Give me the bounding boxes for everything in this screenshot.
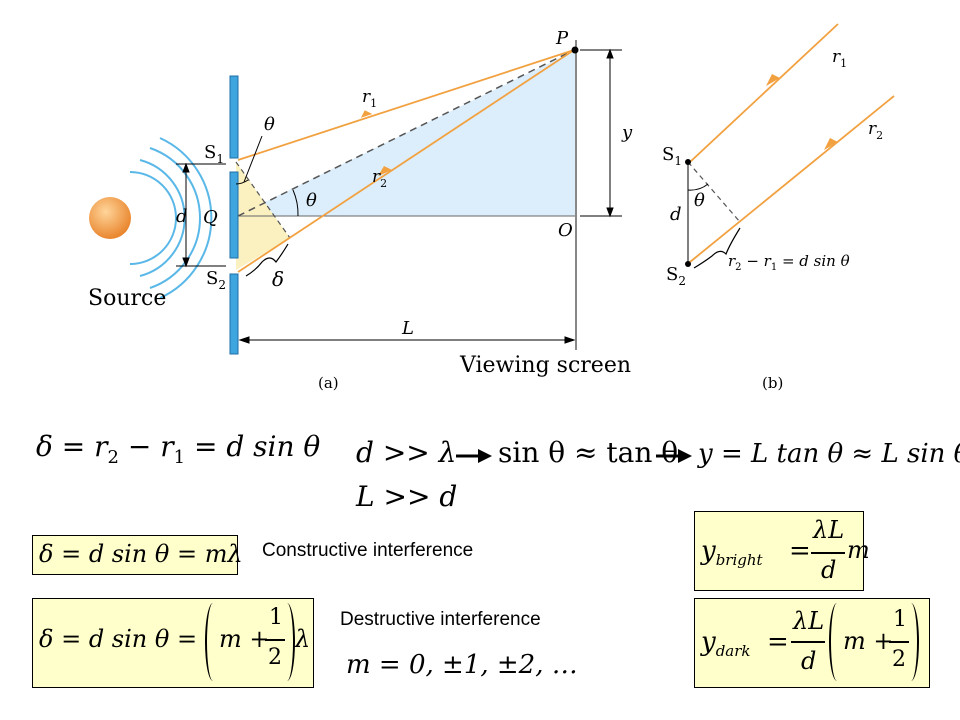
dark-fringe-box: ydark = λL d m + 1 2 [694, 598, 930, 688]
dark-half-bar [889, 641, 909, 643]
label-p: P [555, 28, 569, 49]
caption-b: (b) [762, 374, 783, 392]
b-brace [693, 227, 741, 269]
r2-arrow [378, 166, 392, 176]
dark-numerator: λL [793, 607, 825, 635]
label-o: O [558, 220, 573, 241]
eq-destructive-m: m + [219, 625, 270, 653]
l-dimension [238, 336, 576, 344]
equations: δ = r2 − r1 = d sin θ d >> λ L >> d sin … [36, 430, 960, 513]
eq-y-approx: y = L tan θ ≈ L sin θ [697, 439, 960, 469]
b-ray-r1 [689, 23, 839, 163]
destructive-equation-box: δ = d sin θ = m + 1 2 λ [32, 598, 314, 688]
b-label-r1: r1 [832, 47, 847, 70]
slit-barrier [229, 75, 239, 355]
arrow-2-head [678, 449, 692, 463]
b-perpendicular [687, 161, 741, 223]
theta-arc-center [292, 189, 299, 217]
dark-right-paren [903, 603, 919, 681]
eq-constructive: δ = d sin θ = mλ [39, 540, 243, 568]
constructive-label: Constructive interference [262, 540, 474, 561]
eq-y-dark: ydark [701, 627, 751, 661]
right-paren [279, 603, 295, 681]
label-d: d [176, 206, 188, 227]
dark-eq-sign: = [767, 627, 789, 657]
destructive-label: Destructive interference [340, 609, 541, 630]
b-s1-point [685, 159, 691, 165]
b-s2-point [685, 261, 691, 267]
arrow-1-head [478, 449, 492, 463]
dark-fraction-bar [791, 641, 825, 643]
label-y: y [621, 122, 633, 143]
b-label-theta: θ [694, 190, 705, 211]
label-r2: r2 [372, 167, 387, 190]
bright-m: m [847, 536, 870, 564]
constructive-equation-box: δ = d sin θ = mλ [32, 535, 243, 575]
diagram-b: S1 S2 d θ r1 r2 r2 − r1 = d sin θ (b) [662, 23, 895, 392]
label-delta: δ [272, 267, 284, 291]
label-r1: r1 [362, 87, 377, 110]
point-p [571, 46, 579, 54]
delta-brace [245, 243, 289, 277]
theta-top-leader [243, 135, 263, 183]
bright-fringe-box: ybright = λL d m [694, 511, 870, 591]
eq-sin-tan: sin θ ≈ tan θ [498, 436, 678, 469]
viewing-screen-label: Viewing screen [459, 353, 631, 378]
caption-a: (a) [318, 374, 339, 392]
eq-condition-l: L >> d [355, 480, 457, 513]
dashed-line-qp [237, 49, 575, 217]
dark-denominator: d [801, 647, 817, 675]
label-theta-center: θ [306, 190, 317, 211]
eq-destructive-lhs: δ = d sin θ = [39, 625, 198, 653]
left-paren [205, 603, 221, 681]
bright-eq-sign: = [789, 536, 811, 566]
eq-path-difference: δ = r2 − r1 = d sin θ [36, 430, 320, 468]
r1-arrow [360, 110, 373, 118]
y-dimension [580, 48, 622, 218]
label-s2: S2 [206, 268, 226, 292]
d-dimension [176, 162, 226, 268]
label-theta-top: θ [264, 114, 275, 135]
bright-numerator: λL [813, 516, 845, 544]
b-r2-arrow [824, 138, 838, 150]
eq-destructive-lambda: λ [295, 625, 311, 653]
eq-condition-d: d >> λ [356, 436, 456, 469]
dark-left-paren [829, 603, 845, 681]
dark-m: m + [843, 627, 894, 655]
label-q: Q [203, 207, 218, 228]
b-theta-arc [687, 183, 709, 191]
source-bulb [89, 197, 131, 239]
bright-fraction-bar [811, 552, 845, 554]
source-waves [129, 137, 213, 299]
source-label: Source [88, 286, 166, 311]
bright-denominator: d [821, 556, 837, 584]
b-ray-r2 [689, 95, 895, 263]
b-label-s1: S1 [662, 144, 682, 168]
b-label-r2: r2 [868, 119, 883, 142]
rays [237, 49, 575, 273]
dashed-perpendicular [235, 161, 291, 239]
diagram-a: Source [88, 28, 633, 392]
half-fraction-bar [265, 639, 285, 641]
theta-arc-top [235, 179, 249, 185]
eq-m-values: m = 0, ±1, ±2, … [346, 650, 578, 680]
b-label-d: d [670, 204, 682, 225]
b-r1-arrow [766, 74, 780, 86]
eq-y-bright: ybright [701, 536, 763, 570]
label-l: L [401, 318, 414, 339]
b-label-s2: S2 [666, 264, 686, 288]
label-s1: S1 [204, 142, 224, 166]
b-relation: r2 − r1 = d sin θ [728, 252, 850, 273]
